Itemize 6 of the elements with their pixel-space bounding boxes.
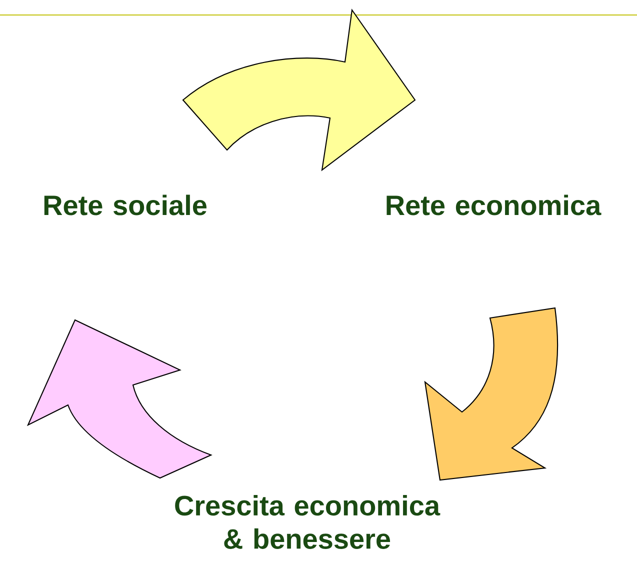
text-label: Crescita economica & benessere [175, 495, 440, 549]
text-label: Rete sociale [44, 194, 206, 216]
curved-arrow [27, 319, 212, 479]
curved-arrow [424, 307, 558, 481]
text-label: Rete economica [386, 194, 602, 216]
curved-arrow [182, 9, 416, 171]
